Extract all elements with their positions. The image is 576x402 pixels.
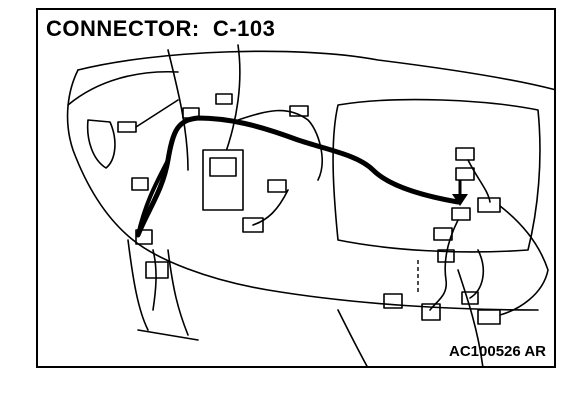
- glovebox-outline: [332, 98, 541, 253]
- connector: [145, 261, 169, 279]
- connector: [117, 121, 137, 133]
- lower-column: [127, 239, 149, 331]
- connector: [242, 217, 264, 233]
- arrow-icon: [452, 180, 468, 206]
- connector: [135, 229, 153, 245]
- connector: [421, 303, 441, 321]
- vent-outline: [86, 119, 116, 169]
- connector: [455, 167, 475, 181]
- connector: [477, 309, 501, 325]
- diagram-frame: CONNECTOR: C-103 AC100526 AR: [36, 8, 556, 368]
- dashboard-outline: [77, 50, 554, 91]
- connector: [433, 227, 453, 241]
- connector: [131, 177, 149, 191]
- connector: [383, 293, 403, 309]
- connector: [451, 207, 471, 221]
- connector: [461, 291, 479, 305]
- connector: [267, 179, 287, 193]
- relay-box: [202, 149, 244, 211]
- main-harness: [135, 115, 461, 238]
- figure-code: AC100526 AR: [449, 343, 546, 360]
- connector: [455, 147, 475, 161]
- diagram-title: CONNECTOR: C-103: [46, 16, 276, 41]
- wiring-harness-illustration: [66, 44, 554, 366]
- connector: [215, 93, 233, 105]
